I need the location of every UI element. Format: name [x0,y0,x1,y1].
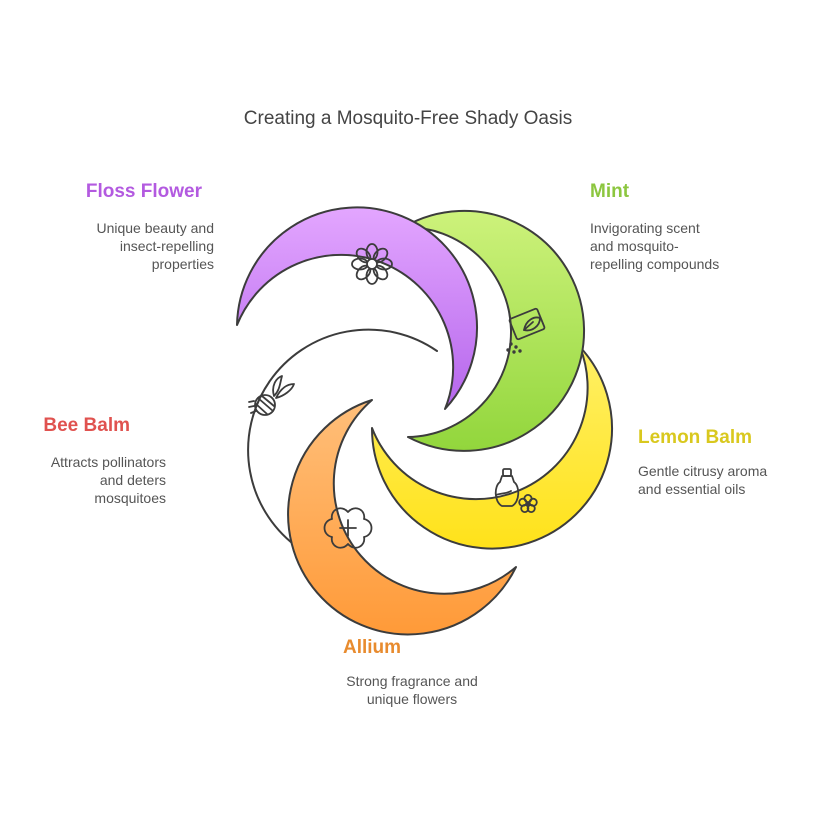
petal-allium [287,399,517,636]
label-lemon-balm: Lemon Balm [638,427,753,448]
desc-floss-flower: Unique beauty and insect-repelling prope… [96,220,214,272]
petal-mint [403,209,586,452]
bee-icon [248,375,295,416]
label-mint: Mint [590,181,630,202]
diagram-title: Creating a Mosquito-Free Shady Oasis [243,108,573,129]
label-bee-balm: Bee Balm [43,415,130,436]
oil-bottle-flower-icon [494,468,538,513]
desc-allium: Strong fragrance and unique flowers [346,673,478,707]
label-allium: Allium [342,637,402,658]
desc-bee-balm: Attracts pollinators and deters mosquito… [50,454,166,506]
desc-mint: Invigorating scent and mosquito- repelli… [590,220,720,272]
desc-lemon-balm: Gentle citrusy aroma and essential oils [638,463,768,497]
flower-icon [351,243,393,285]
label-floss-flower: Floss Flower [85,181,202,202]
petal-floss-flower [236,206,478,410]
petal-bee-balm [247,328,438,550]
seed-packet-icon [506,307,546,354]
bloom-plus-icon [323,507,373,549]
petal-lemon-balm [370,346,613,550]
